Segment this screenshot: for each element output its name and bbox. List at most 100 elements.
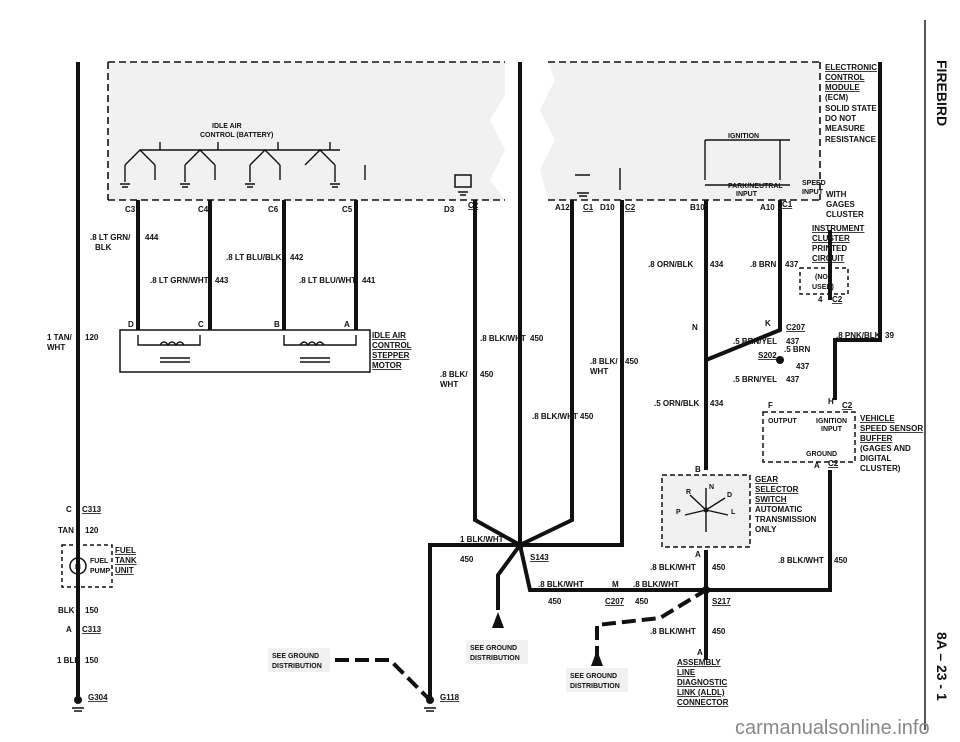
vss-label-1: VEHICLE [860, 414, 895, 423]
motor-pin-b: B [274, 320, 280, 329]
gear-n: N [709, 484, 714, 491]
gear-pin-a: A [695, 550, 701, 559]
fuel-tank-unit: M FUEL PUMP FUEL TANK UNIT [61, 544, 137, 588]
w450g-color: .8 BLK/WHT [633, 580, 679, 589]
aldl-pin-a: A [697, 648, 703, 657]
iac-battery-label-2: CONTROL (BATTERY) [200, 132, 273, 139]
vss-ignition-input: INPUT [821, 426, 843, 433]
w120b-color: TAN [58, 526, 74, 535]
c2c: C2 [828, 459, 839, 468]
w450d-color: .8 BLK/WHT [532, 412, 578, 421]
w434a-color: .8 ORN/BLK [648, 260, 694, 269]
w441-color: .8 LT BLU/WHT [299, 276, 356, 285]
w450f-num: 450 [548, 597, 562, 606]
ecm-module-box [107, 61, 821, 201]
w437e-num: 437 [786, 375, 800, 384]
ecm-line-4: (ECM) [825, 93, 848, 102]
ecm-line-8: RESISTANCE [825, 135, 877, 144]
w450c-color: .8 BLK/ [590, 357, 618, 366]
gear-label-3: SWITCH [755, 495, 787, 504]
s217: S217 [712, 597, 731, 606]
s202: S202 [758, 351, 777, 360]
w434b-num: 434 [710, 399, 724, 408]
ecm-label: ELECTRONIC CONTROL MODULE (ECM) SOLID ST… [825, 63, 877, 144]
w120b-num: 120 [85, 526, 99, 535]
fuel-tank-unit-1: FUEL [115, 546, 136, 555]
motor-pin-d: D [128, 320, 134, 329]
side-title: FIREBIRD [934, 60, 950, 126]
gear-l: L [731, 509, 736, 516]
w150a-num: 150 [85, 606, 99, 615]
w39-num: 39 [885, 331, 894, 340]
motor-m-icon: M [75, 564, 81, 571]
w450b-num: 450 [480, 370, 494, 379]
w442-color: .8 LT BLU/BLK [226, 253, 282, 262]
terminal-b10: B10 [690, 203, 705, 212]
w437b-color: .5 BRN/YEL [733, 337, 777, 346]
iac-battery-label-1: IDLE AIR [212, 123, 242, 130]
connectors: C C313 A C313 G304 G118 S143 S217 M C207… [66, 295, 853, 712]
aldl-1: ASSEMBLY [677, 658, 721, 667]
aldl-2: LINE [677, 668, 696, 677]
g304: G304 [88, 693, 108, 702]
g118: G118 [440, 693, 460, 702]
terminal-a10: A10 [760, 203, 775, 212]
w120a-num: 120 [85, 333, 99, 342]
vss-ignition: IGNITION [816, 418, 847, 425]
gear-p: P [676, 509, 681, 516]
w450a-color: .8 BLK/WHT [480, 334, 526, 343]
iac-motor-label-2: CONTROL [372, 341, 412, 350]
w450e-color: 1 BLK/WHT [460, 535, 504, 544]
vss-label-2: SPEED SENSOR [860, 424, 923, 433]
w150a-color: BLK [58, 606, 75, 615]
terminal-c3: C3 [125, 205, 136, 214]
w437a-color: .8 BRN [750, 260, 776, 269]
vss-output: OUTPUT [768, 418, 798, 425]
terminal-c5: C5 [342, 205, 353, 214]
w150b-num: 150 [85, 656, 99, 665]
w437a-num: 437 [785, 260, 799, 269]
with-gages-1: WITH [826, 190, 847, 199]
w434a-num: 434 [710, 260, 724, 269]
ecm-line-1: ELECTRONIC [825, 63, 877, 72]
w444-color2: BLK [95, 243, 112, 252]
ecm-line-6: DO NOT [825, 114, 856, 123]
w437c-color: .5 BRN [784, 345, 810, 354]
ground-dist-lines [335, 588, 708, 702]
s143: S143 [530, 553, 549, 562]
gear-selector-switch: R N D P L GEAR SELECTOR SWITCH AUTOMATIC… [661, 474, 817, 548]
w437b-num: 437 [786, 337, 800, 346]
w444-color: .8 LT GRN/ [90, 233, 131, 242]
w450a-num: 450 [530, 334, 544, 343]
w437e-color: .5 BRN/YEL [733, 375, 777, 384]
wires [76, 62, 882, 700]
iac-stepper-motor: D C B A IDLE AIR CONTROL STEPPER MOTOR [119, 320, 412, 373]
vss-label-6: CLUSTER) [860, 464, 901, 473]
not-used-2: USED) [812, 284, 834, 291]
fuel-tank-unit-2: TANK [115, 556, 137, 565]
vss-label-4: (GAGES AND [860, 444, 911, 453]
c313b: C313 [82, 625, 102, 634]
w450i-color: .8 BLK/WHT [778, 556, 824, 565]
ground-dist-2-line2: DISTRIBUTION [470, 655, 520, 662]
ground-distribution-1: SEE GROUND DISTRIBUTION [268, 648, 330, 672]
w450h-color: .8 BLK/WHT [650, 563, 696, 572]
gear-label-5: TRANSMISSION [755, 515, 817, 524]
ground-distribution-2: SEE GROUND DISTRIBUTION [466, 612, 528, 664]
c313b-pin: A [66, 625, 72, 634]
w444-num: 444 [145, 233, 159, 242]
gear-label-2: SELECTOR [755, 485, 799, 494]
vss-ground: GROUND [806, 451, 837, 458]
terminal-a10-c1: C1 [782, 200, 793, 209]
w450d-num: 450 [580, 412, 594, 421]
w442-num: 442 [290, 253, 304, 262]
ecm-line-2: CONTROL [825, 73, 865, 82]
aldl-4: LINK (ALDL) [677, 688, 725, 697]
vss-label-5: DIGITAL [860, 454, 892, 463]
c313a-pin: C [66, 505, 72, 514]
w450b-color: .8 BLK/ [440, 370, 468, 379]
w450f-color: .8 BLK/WHT [538, 580, 584, 589]
iac-motor-label-1: IDLE AIR [372, 331, 406, 340]
w450b-color2: WHT [440, 380, 458, 389]
w450j-color: .8 BLK/WHT [650, 627, 696, 636]
